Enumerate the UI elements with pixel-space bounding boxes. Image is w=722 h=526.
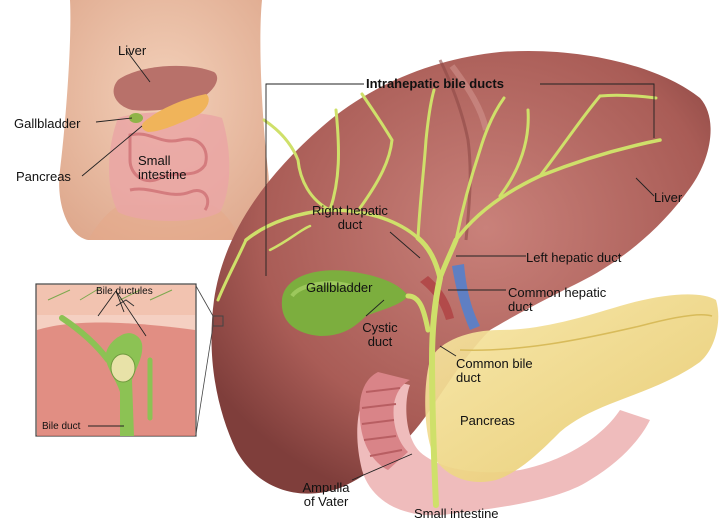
label-left-hepatic-duct: Left hepatic duct: [526, 250, 622, 265]
label-small-intestine: Small intestine: [414, 506, 499, 521]
ductule-inset: [35, 283, 197, 437]
inset-label-bile-ductules: Bile ductules: [96, 286, 153, 297]
label-liver: Liver: [654, 190, 683, 205]
bile-duct-tree: [216, 88, 662, 508]
label-pancreas: Pancreas: [460, 413, 515, 428]
leader-lines: [81, 49, 655, 481]
body-intestine-shape: [109, 112, 230, 221]
inset-connector: [195, 285, 224, 435]
inset-label-bile-duct: Bile duct: [42, 421, 81, 432]
main-intestine: [357, 372, 650, 516]
body-gallbladder-shape: [129, 113, 143, 123]
main-gallbladder: [281, 270, 408, 336]
label-intrahepatic-bile-ducts: Intrahepatic bile ducts: [366, 76, 504, 91]
inset-label-liver: Liver: [118, 43, 147, 58]
body-pancreas-shape: [141, 94, 209, 132]
label-right-hepatic-duct: Right hepatic duct: [312, 203, 388, 232]
label-ampulla-of-vater: Ampulla of Vater: [302, 480, 350, 509]
inset-label-small-intestine: Small intestine: [138, 153, 187, 182]
label-gallbladder: Gallbladder: [306, 280, 373, 295]
label-common-bile-duct: Common bile duct: [456, 356, 533, 385]
main-pancreas: [425, 294, 719, 482]
inset-label-gallbladder: Gallbladder: [14, 116, 81, 131]
label-cystic-duct: Cystic duct: [362, 320, 398, 349]
inset-label-pancreas: Pancreas: [16, 169, 71, 184]
label-common-hepatic-duct: Common hepatic duct: [508, 285, 607, 314]
